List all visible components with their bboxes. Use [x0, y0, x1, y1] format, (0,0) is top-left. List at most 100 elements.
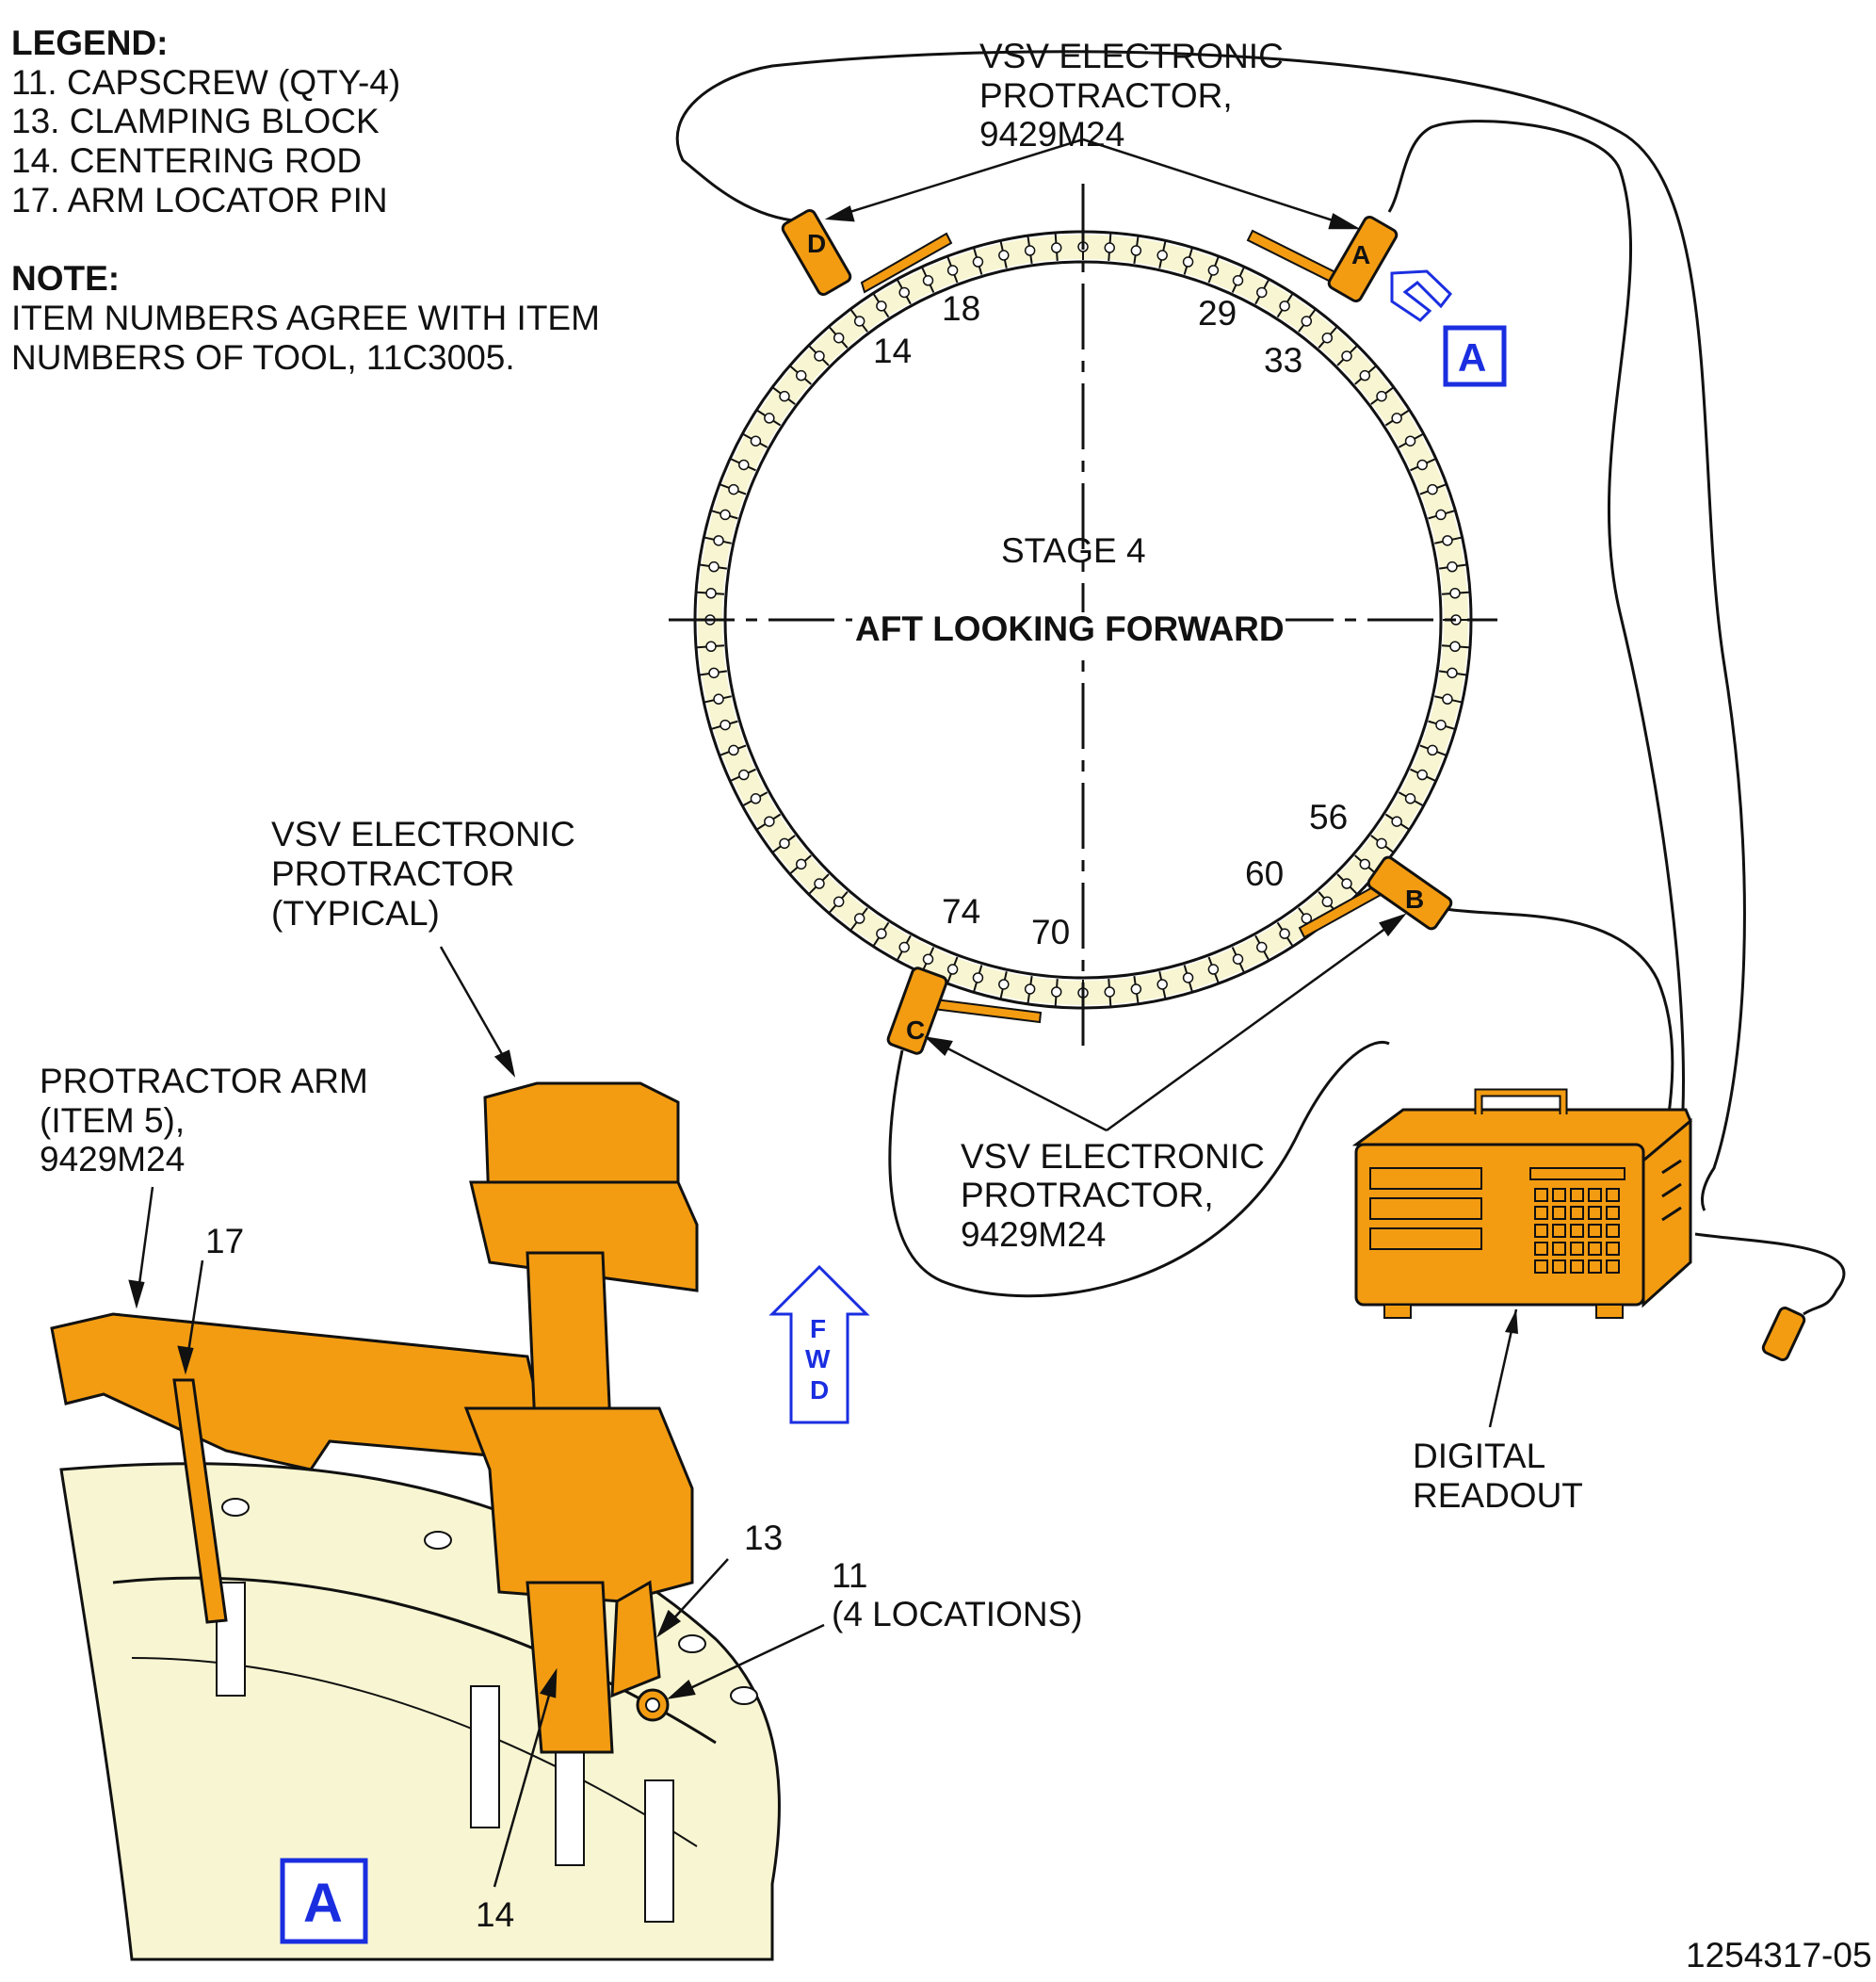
protractor-b: B: [1298, 855, 1453, 939]
leader-bottom-b: [1106, 914, 1404, 1132]
vane-lever-nut: [1391, 413, 1402, 424]
top-callout-line-1: VSV ELECTRONIC: [979, 37, 1284, 75]
vane-lever-nut: [1449, 641, 1461, 653]
vane-lever-row: [695, 232, 1471, 1008]
vane-lever-nut: [853, 316, 865, 327]
arrowhead-d: [824, 205, 855, 222]
view-a-arrow-icon: [1390, 269, 1453, 322]
vane-lever-nut: [1207, 265, 1220, 276]
readout-displays: [1369, 1167, 1625, 1250]
vane-lever-nut: [1104, 986, 1116, 998]
readout-label-line-1: DIGITAL: [1413, 1437, 1545, 1475]
readout-arrowhead: [1505, 1309, 1518, 1334]
readout-vents: [1661, 1159, 1682, 1222]
vane-lever-nut: [713, 535, 724, 546]
protractor-callout-line-1: VSV ELECTRONIC: [271, 815, 575, 853]
item-13-label: 13: [744, 1519, 783, 1557]
keypad-key: [1570, 1242, 1584, 1256]
power-plug-body: [1761, 1306, 1806, 1362]
arrowhead-protractor: [493, 1049, 516, 1078]
vane-lever-nut: [1442, 693, 1453, 705]
keypad-key: [1552, 1259, 1566, 1274]
vane-lever-nut: [708, 667, 720, 679]
vane-number-14: 14: [873, 332, 912, 370]
protractor-a: A: [1246, 215, 1399, 303]
vane-lever-nut: [972, 972, 984, 983]
leader-protractor: [439, 946, 515, 1075]
readout-status-window: [1529, 1167, 1625, 1180]
vane-lever-nut: [1279, 301, 1290, 312]
vane-lever-nut: [1427, 744, 1438, 756]
legend-item-13: 13. CLAMPING BLOCK: [11, 102, 380, 140]
protractor-arm: [50, 1312, 548, 1471]
arrowhead-arm: [128, 1279, 145, 1309]
keypad-key: [1534, 1242, 1548, 1256]
vane-lever-nut: [814, 350, 825, 362]
note-line-2: NUMBERS OF TOOL, 11C3005.: [11, 338, 515, 377]
vane-lever-nut: [922, 953, 934, 965]
keypad-key: [1534, 1188, 1548, 1202]
vane-lever-nut: [998, 979, 1010, 990]
vane-lever-nut: [720, 509, 731, 521]
legend: LEGEND: 11. CAPSCREW (QTY-4) 13. CLAMPIN…: [11, 24, 400, 219]
readout-display-2: [1369, 1197, 1482, 1220]
arrowhead-a: [1328, 213, 1361, 230]
vane-lever-nut: [1435, 719, 1447, 731]
vane-lever-nut: [946, 964, 959, 975]
vane-lever-nut: [795, 858, 807, 870]
vane-lever-nut: [728, 744, 739, 756]
vane-number-70: 70: [1031, 913, 1070, 951]
readout-handle-fill: [1476, 1090, 1566, 1114]
clamp-body: [463, 1406, 694, 1603]
cable-a: [1387, 120, 1685, 1174]
vane-lever-nut: [1416, 459, 1428, 471]
vane-lever-nut: [1321, 332, 1334, 344]
vane-number-60: 60: [1245, 854, 1284, 893]
vane-lever-nut: [750, 793, 762, 804]
vane-lever-nut: [1156, 250, 1168, 261]
arrowhead-14: [539, 1667, 558, 1698]
readout-display-3: [1369, 1227, 1482, 1250]
vane-lever-nut: [764, 413, 775, 424]
vane-lever-nut: [1427, 483, 1438, 496]
protractor-d-arm: [860, 232, 953, 294]
ring-leaders: [824, 138, 1407, 1132]
vane-lever-nut: [1279, 928, 1290, 939]
keypad-key: [1588, 1242, 1602, 1256]
keypad-key: [1552, 1188, 1566, 1202]
vane-lever-nut: [1447, 560, 1458, 573]
vane-lever-nut: [1024, 245, 1036, 256]
arrowhead-17: [177, 1345, 194, 1375]
fwd-arrow: F W D: [768, 1264, 870, 1424]
vane-lever-nut: [708, 560, 720, 573]
readout-foot-left: [1383, 1304, 1412, 1319]
view-label-backing: [852, 612, 1286, 652]
top-callout-line-3: 9429M24: [979, 115, 1124, 154]
vane-lever-nut: [1256, 941, 1268, 953]
vane-lever-nut: [1024, 983, 1036, 995]
cable-d: [675, 50, 1746, 1211]
vane-lever-nut: [1447, 667, 1458, 679]
vane-lever-nut: [1435, 509, 1447, 521]
view-a-flag-top-letter: A: [1458, 335, 1486, 380]
leader-top-a: [1082, 138, 1357, 230]
protractor-a-body: [1327, 215, 1399, 303]
keypad-key: [1606, 1188, 1620, 1202]
protractor-callout-line-2: PROTRACTOR: [271, 854, 514, 893]
keypad-key: [1588, 1224, 1602, 1238]
readout-foot-right: [1595, 1304, 1624, 1319]
vane-lever-nut: [833, 332, 845, 344]
arm-callout-line-1: PROTRACTOR ARM: [40, 1062, 368, 1100]
vane-lever-nut: [946, 265, 959, 276]
keypad-key: [1570, 1259, 1584, 1274]
protractor-d-letter: D: [807, 229, 826, 258]
leader-14: [493, 1671, 558, 1888]
vane-lever-nut: [1321, 896, 1334, 908]
vane-lever-nut: [814, 878, 825, 889]
vane-lever-nut: [1232, 953, 1244, 965]
cable-c: [888, 1040, 1390, 1298]
fwd-arrow-icon: [768, 1264, 870, 1424]
bottom-callout-line-2: PROTRACTOR,: [961, 1176, 1214, 1214]
readout-label-line-2: READOUT: [1413, 1476, 1583, 1515]
